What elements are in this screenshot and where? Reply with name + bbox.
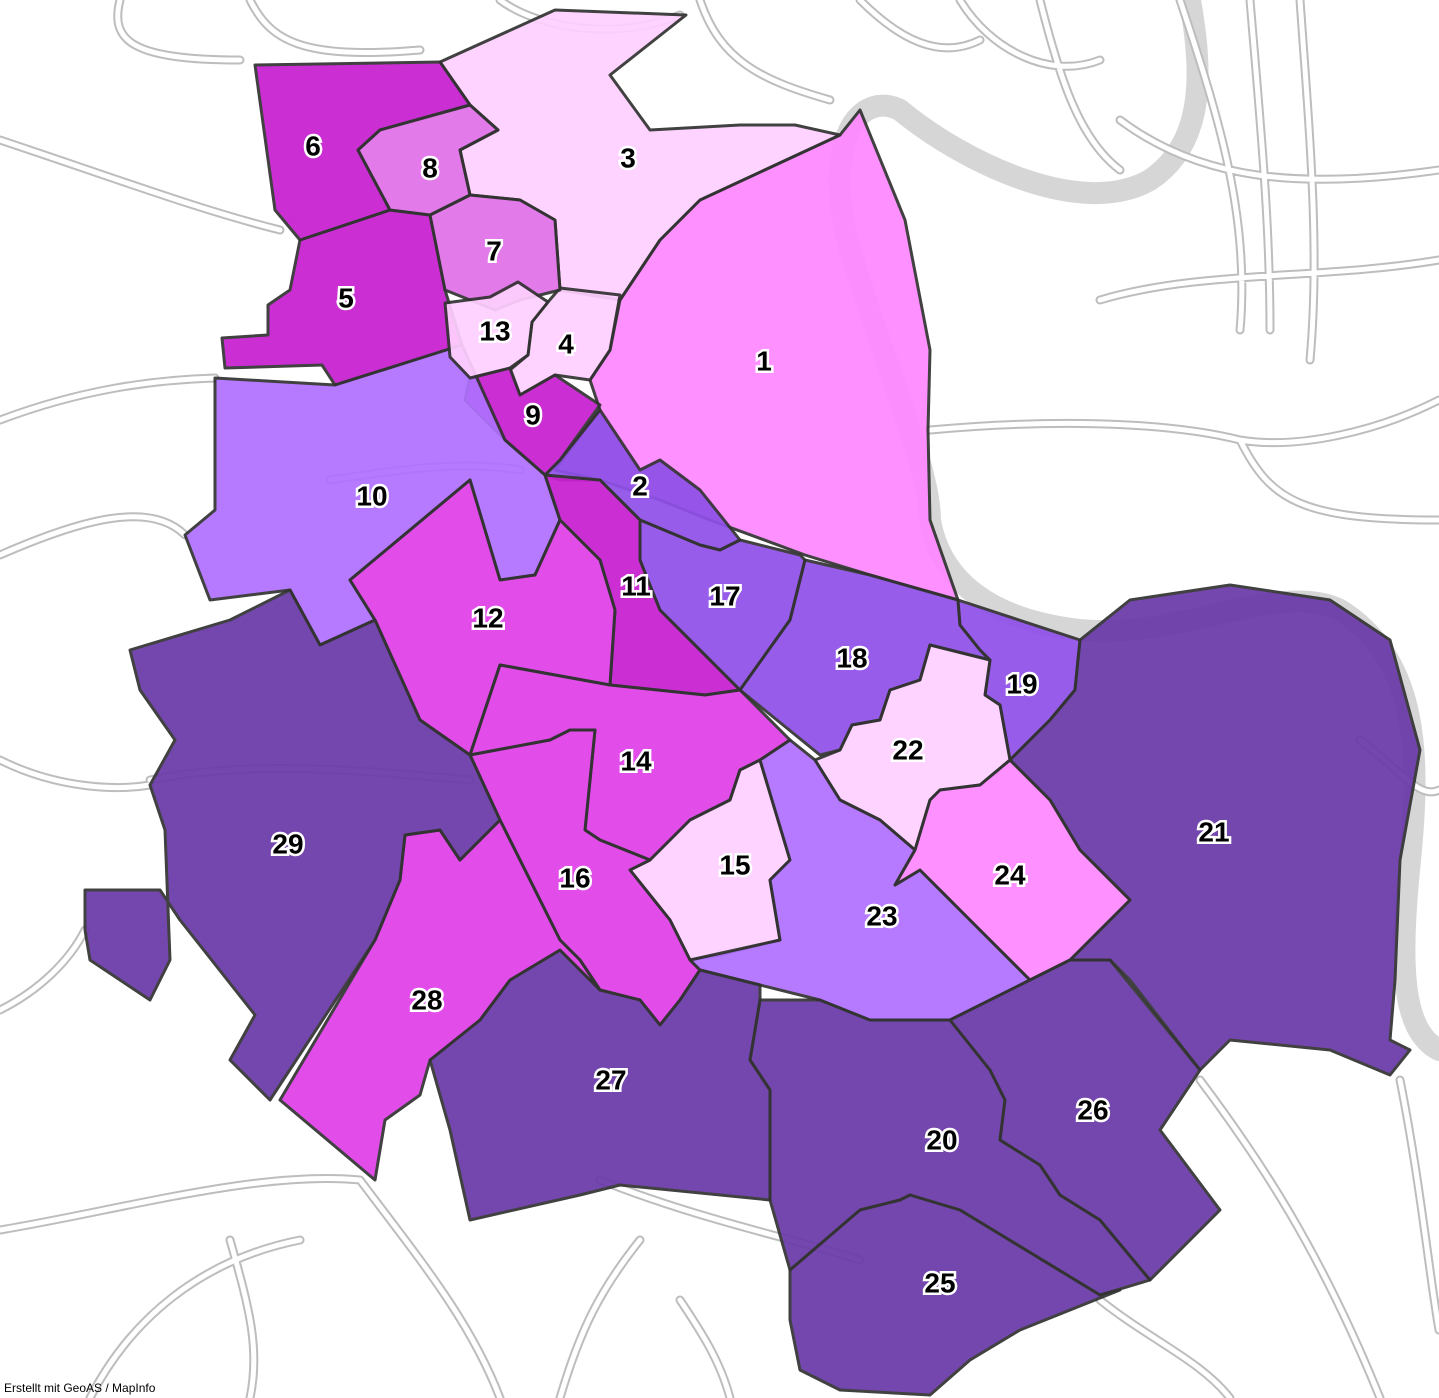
district-label-10: 10	[356, 480, 387, 511]
district-label-22: 22	[892, 734, 923, 765]
district-label-3: 3	[620, 142, 636, 173]
district-label-26: 26	[1077, 1094, 1108, 1125]
district-label-19: 19	[1006, 668, 1037, 699]
district-label-5: 5	[338, 282, 354, 313]
district-label-20: 20	[926, 1124, 957, 1155]
district-label-25: 25	[924, 1267, 955, 1298]
district-label-18: 18	[836, 642, 867, 673]
district-label-24: 24	[994, 859, 1026, 890]
district-label-29: 29	[272, 828, 303, 859]
district-layer	[83, 8, 1422, 1397]
district-label-2: 2	[632, 470, 648, 501]
district-label-21: 21	[1198, 816, 1229, 847]
district-25[interactable]	[788, 1193, 1122, 1397]
district-label-1: 1	[756, 345, 772, 376]
district-8[interactable]	[356, 103, 500, 217]
district-7[interactable]	[428, 193, 562, 312]
district-label-16: 16	[559, 862, 590, 893]
district-label-27: 27	[595, 1064, 626, 1095]
map-credit: Erstellt mit GeoAS / MapInfo	[4, 1381, 156, 1395]
district-label-6: 6	[305, 130, 321, 161]
district-label-4: 4	[558, 328, 574, 359]
district-label-28: 28	[411, 984, 442, 1015]
district-label-15: 15	[719, 849, 750, 880]
district-13[interactable]	[443, 280, 550, 380]
district-label-layer: 1234567891011121314151617181920212223242…	[270, 128, 1232, 1301]
district-label-17: 17	[709, 580, 740, 611]
district-29[interactable]	[83, 588, 502, 1102]
district-label-23: 23	[866, 900, 897, 931]
district-label-7: 7	[486, 235, 502, 266]
district-label-11: 11	[621, 570, 651, 601]
district-label-8: 8	[422, 152, 438, 183]
district-label-13: 13	[479, 315, 510, 346]
district-26[interactable]	[948, 958, 1222, 1282]
district-label-9: 9	[525, 399, 541, 430]
district-label-12: 12	[472, 602, 503, 633]
district-label-14: 14	[620, 745, 652, 776]
district-24[interactable]	[893, 758, 1132, 982]
